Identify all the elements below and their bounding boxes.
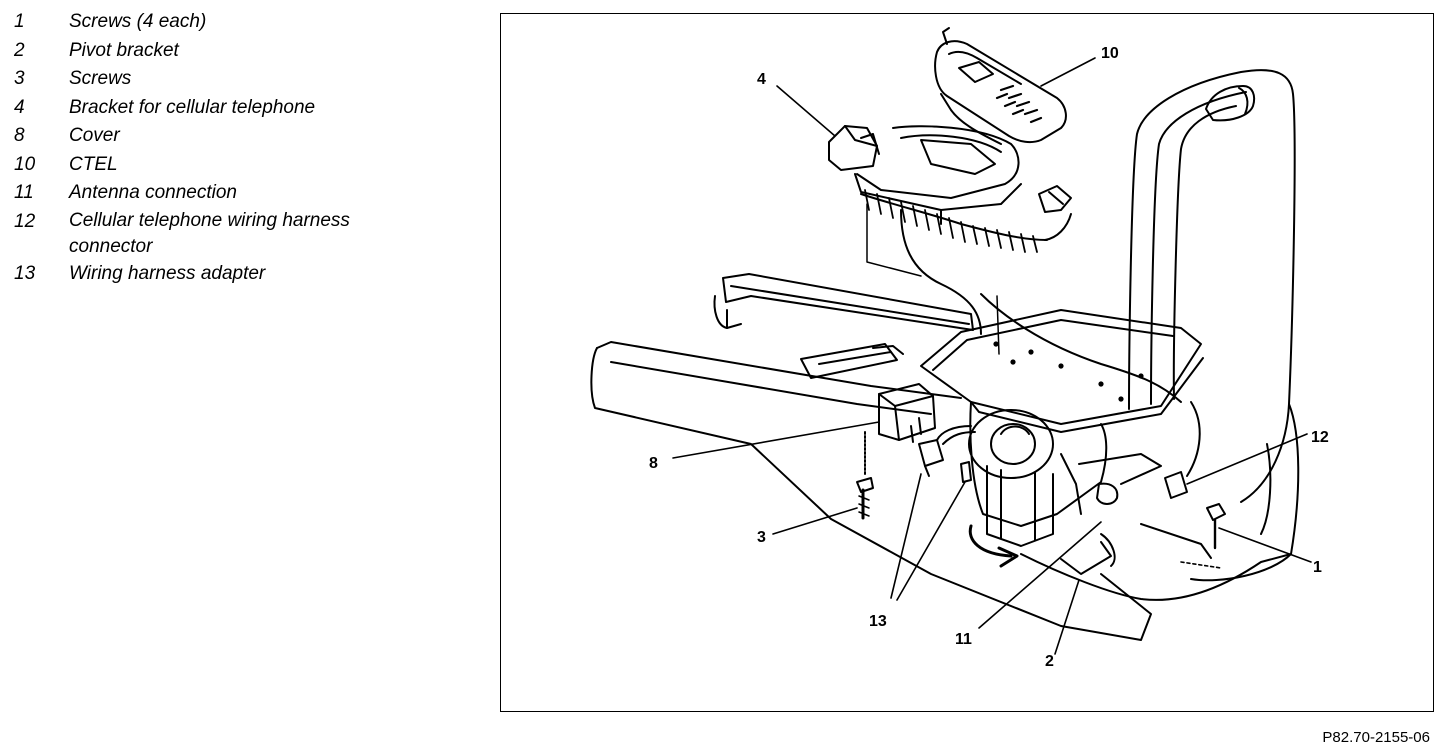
- legend-label: Screws: [69, 68, 132, 89]
- legend-label: Screws (4 each): [69, 11, 207, 32]
- legend-item: 10 CTEL: [14, 151, 474, 180]
- legend-number: 10: [14, 153, 36, 175]
- legend-number: 1: [14, 11, 25, 32]
- screw-part: [856, 477, 874, 520]
- legend-label: Cover: [69, 125, 120, 146]
- legend-label: Wiring harness adapter: [69, 262, 266, 284]
- callout-1: 1: [1313, 559, 1322, 576]
- legend-item: 1 Screws (4 each): [14, 8, 474, 37]
- legend-item: 12 Cellular telephone wiring harness con…: [14, 208, 364, 260]
- callout-10: 10: [1101, 45, 1119, 62]
- pivot-mechanism: [968, 401, 1162, 575]
- cellular-phone-part: [934, 27, 1067, 145]
- legend-item: 2 Pivot bracket: [14, 37, 474, 66]
- legend-item: 13 Wiring harness adapter: [14, 260, 474, 289]
- callout-11: 11: [955, 631, 972, 648]
- phone-harness-connector-part: [1164, 401, 1201, 499]
- legend-number: 3: [14, 68, 25, 89]
- legend-number: 4: [14, 96, 25, 118]
- legend-label: Cellular telephone wiring harness connec…: [69, 209, 350, 257]
- callout-3: 3: [757, 529, 766, 546]
- callout-13: 13: [869, 613, 887, 630]
- legend-label: Bracket for cellular telephone: [69, 96, 316, 118]
- legend-item: 8 Cover: [14, 122, 474, 151]
- telephone-bracket-part: [828, 125, 1182, 403]
- parts-legend: 1 Screws (4 each) 2 Pivot bracket 3 Scre…: [14, 8, 474, 288]
- cover-part: [864, 383, 936, 477]
- harness-adapter-part: [918, 425, 976, 483]
- console-base: [590, 273, 1292, 641]
- leader-lines: [672, 57, 1312, 655]
- legend-item: 3 Screws: [14, 65, 474, 94]
- legend-item: 11 Antenna connection: [14, 179, 474, 208]
- legend-number: 12: [14, 210, 36, 232]
- figure-reference: P82.70-2155-06: [1322, 729, 1430, 746]
- diagram-frame: 10 4 8 3 12 1 13 11 2: [500, 13, 1434, 712]
- legend-number: 8: [14, 125, 25, 146]
- exploded-view-drawing: 10 4 8 3 12 1 13 11 2: [590, 27, 1329, 670]
- legend-number: 13: [14, 262, 36, 284]
- legend-label: CTEL: [69, 153, 118, 175]
- callout-2: 2: [1045, 653, 1054, 670]
- callout-8: 8: [649, 455, 658, 472]
- callout-12: 12: [1311, 429, 1329, 446]
- legend-label: Antenna connection: [69, 182, 237, 203]
- callout-labels: 10 4 8 3 12 1 13 11 2: [649, 45, 1329, 670]
- legend-item: 4 Bracket for cellular telephone: [14, 94, 474, 123]
- armrest-backrest: [1128, 69, 1300, 582]
- legend-label: Pivot bracket: [69, 39, 179, 61]
- legend-number: 11: [14, 182, 34, 203]
- callout-4: 4: [757, 71, 766, 88]
- legend-number: 2: [14, 39, 25, 61]
